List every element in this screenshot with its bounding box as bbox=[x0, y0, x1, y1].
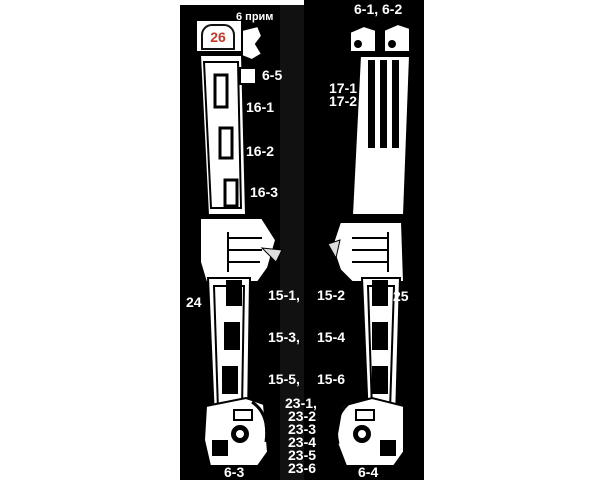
stripe-17-2 bbox=[380, 60, 387, 148]
slot-15-1 bbox=[226, 280, 242, 306]
slot-15-6 bbox=[372, 366, 388, 394]
label-23-5: 23-5 bbox=[288, 447, 317, 463]
label-23-2: 23-2 bbox=[288, 408, 317, 424]
label-25: 25 bbox=[393, 288, 409, 304]
label-6-5: 6-5 bbox=[262, 67, 283, 83]
label-15-3: 15-3, bbox=[268, 329, 300, 345]
label-15-4: 15-4 bbox=[317, 329, 346, 345]
label-24: 24 bbox=[186, 294, 202, 310]
slot-16-2 bbox=[218, 126, 234, 160]
label-23-4: 23-4 bbox=[288, 434, 317, 450]
slot-15-3 bbox=[224, 322, 240, 350]
slot-16-3 bbox=[223, 178, 239, 208]
label-6-4: 6-4 bbox=[358, 464, 379, 480]
label-15-5: 15-5, bbox=[268, 371, 300, 387]
label-6-3: 6-3 bbox=[224, 464, 245, 480]
part-number-badge: 26 bbox=[201, 24, 235, 50]
label-15-1: 15-1, bbox=[268, 287, 300, 303]
left-elbow-fist bbox=[199, 217, 283, 283]
label-17-2: 17-2 bbox=[329, 93, 358, 109]
slot-15-5 bbox=[222, 366, 238, 394]
label-23-1: 23-1, bbox=[285, 395, 317, 411]
label-note-6: 6 прим bbox=[236, 11, 274, 23]
right-elbow-fist bbox=[327, 221, 406, 283]
label-16-3: 16-3 bbox=[250, 184, 279, 200]
label-15-2: 15-2 bbox=[317, 287, 346, 303]
stripe-17-1 bbox=[368, 60, 375, 148]
slot-15-4 bbox=[372, 322, 388, 350]
label-16-1: 16-1 bbox=[246, 99, 275, 115]
center-strip bbox=[280, 5, 304, 480]
slot-15-2 bbox=[372, 280, 388, 306]
label-6-1-6-2: 6-1, 6-2 bbox=[354, 1, 403, 17]
label-16-2: 16-2 bbox=[246, 143, 275, 159]
right-forearm bbox=[334, 277, 405, 467]
right-upper-arm bbox=[349, 22, 412, 216]
label-23-6: 23-6 bbox=[288, 460, 317, 476]
label-15-6: 15-6 bbox=[317, 371, 346, 387]
left-forearm bbox=[202, 277, 270, 467]
label-17-1: 17-1 bbox=[329, 80, 358, 96]
label-23-3: 23-3 bbox=[288, 421, 317, 437]
slot-16-1 bbox=[213, 73, 229, 109]
